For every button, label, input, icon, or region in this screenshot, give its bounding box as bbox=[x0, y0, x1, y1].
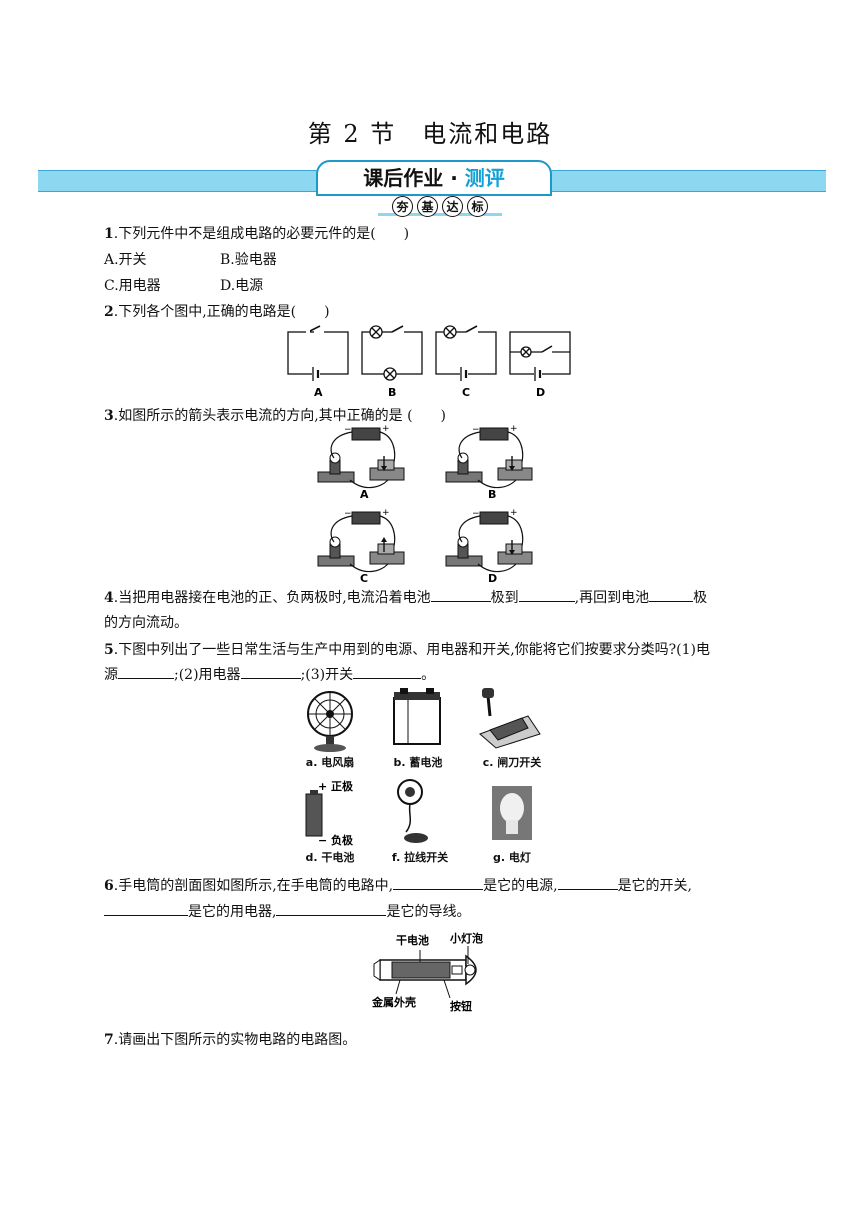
knife-switch-icon bbox=[479, 688, 541, 749]
caption-light-bulb: g. 电灯 bbox=[493, 851, 531, 864]
q1-stem: 1.下列元件中不是组成电路的必要元件的是( ) bbox=[104, 226, 410, 242]
battery-positive-label: + 正极 bbox=[318, 779, 354, 793]
q4-stem-cont: 的方向流动。 bbox=[104, 615, 188, 631]
page-title: 第 2 节 电流和电路 bbox=[307, 120, 553, 148]
q4-blank-1[interactable] bbox=[430, 587, 491, 602]
q4-stem: 4.当把用电器接在电池的正、负两极时,电流沿着电池极到,再回到电池极 bbox=[104, 587, 707, 607]
q3-option-d bbox=[445, 507, 533, 573]
q2-label-b: B bbox=[388, 386, 396, 399]
label-button: 按钮 bbox=[450, 999, 472, 1013]
q5-devices-figure: + 正极 − 负极 bbox=[305, 688, 541, 847]
badge-char: 基 bbox=[417, 196, 438, 217]
q6-blank-4[interactable] bbox=[276, 901, 387, 916]
circuit-d bbox=[509, 331, 571, 381]
battery-negative-label: − 负极 bbox=[318, 833, 354, 847]
q6-stem-cont: 是它的用电器,是它的导线。 bbox=[104, 901, 470, 921]
q2-label-a: A bbox=[314, 386, 323, 399]
q5-stem: 5.下图中列出了一些日常生活与生产中用到的电源、用电器和开关,你能将它们按要求分… bbox=[104, 642, 710, 658]
q6-flashlight-figure: 干电池 小灯泡 金属外壳 按钮 bbox=[371, 931, 483, 1013]
q3-label-b: B bbox=[488, 488, 496, 501]
q3-label-a: A bbox=[360, 488, 369, 501]
q3-stem: 3.如图所示的箭头表示电流的方向,其中正确的是 ( ) bbox=[104, 408, 447, 424]
caption-pull-switch: f. 拉线开关 bbox=[391, 851, 449, 864]
pull-switch-icon bbox=[397, 779, 428, 843]
circuit-c bbox=[435, 325, 497, 381]
section-banner: 课后作业 · 测评 bbox=[316, 160, 552, 196]
badge-char: 夯 bbox=[392, 196, 413, 217]
q6-stem: 6.手电筒的剖面图如图所示,在手电筒的电路中,是它的电源,是它的开关, bbox=[104, 875, 692, 895]
q6-blank-2[interactable] bbox=[557, 875, 618, 890]
caption-storage-battery: b. 蓄电池 bbox=[393, 756, 443, 769]
light-bulb-icon bbox=[492, 786, 532, 840]
q4-blank-3[interactable] bbox=[649, 587, 694, 602]
banner-main: 课后作业 · bbox=[363, 166, 465, 190]
q1-option-d: D.电源 bbox=[220, 278, 264, 294]
caption-dry-cell: d. 干电池 bbox=[305, 851, 355, 864]
caption-fan: a. 电风扇 bbox=[305, 756, 355, 769]
badge-underline bbox=[378, 213, 502, 216]
q2-label-d: D bbox=[536, 386, 545, 399]
q6-blank-3[interactable] bbox=[104, 901, 188, 916]
q2-circuit-figure: A B C D bbox=[287, 325, 571, 399]
q2-stem: 2.下列各个图中,正确的电路是( ) bbox=[104, 304, 330, 320]
badge-char: 标 bbox=[467, 196, 488, 217]
label-small-bulb: 小灯泡 bbox=[449, 931, 483, 945]
q5-stem-cont: 源;(2)用电器;(3)开关。 bbox=[104, 664, 435, 684]
q3-option-a bbox=[317, 423, 405, 489]
dry-cell-icon: + 正极 − 负极 bbox=[305, 779, 354, 847]
level-badge: 夯 基 达 标 bbox=[382, 196, 498, 217]
q2-label-c: C bbox=[462, 386, 470, 399]
q1-option-a: A.开关 bbox=[104, 252, 147, 268]
circuit-a bbox=[287, 325, 349, 381]
badge-char: 达 bbox=[442, 196, 463, 217]
flashlight-icon bbox=[373, 946, 477, 999]
q3-option-b bbox=[445, 423, 533, 489]
q7-stem: 7.请画出下图所示的实物电路的电路图。 bbox=[104, 1032, 357, 1048]
circuit-b bbox=[361, 325, 423, 381]
label-dry-cell: 干电池 bbox=[396, 933, 429, 947]
q5-blank-1[interactable] bbox=[118, 664, 174, 679]
q1-option-b: B.验电器 bbox=[220, 252, 277, 268]
storage-battery-icon bbox=[393, 688, 441, 745]
q3-option-c bbox=[317, 507, 405, 573]
q6-blank-1[interactable] bbox=[393, 875, 484, 890]
q4-blank-2[interactable] bbox=[518, 587, 575, 602]
q5-blank-3[interactable] bbox=[353, 664, 422, 679]
label-metal-case: 金属外壳 bbox=[371, 995, 416, 1009]
banner-accent: 测评 bbox=[464, 166, 505, 190]
q3-circuit-figure: − + A B C D bbox=[317, 423, 533, 585]
fan-icon bbox=[307, 691, 353, 752]
q5-blank-2[interactable] bbox=[240, 664, 301, 679]
q1-option-c: C.用电器 bbox=[104, 278, 161, 294]
q3-label-d: D bbox=[488, 572, 497, 585]
caption-knife-switch: c. 闸刀开关 bbox=[482, 756, 542, 769]
q3-label-c: C bbox=[360, 572, 368, 585]
